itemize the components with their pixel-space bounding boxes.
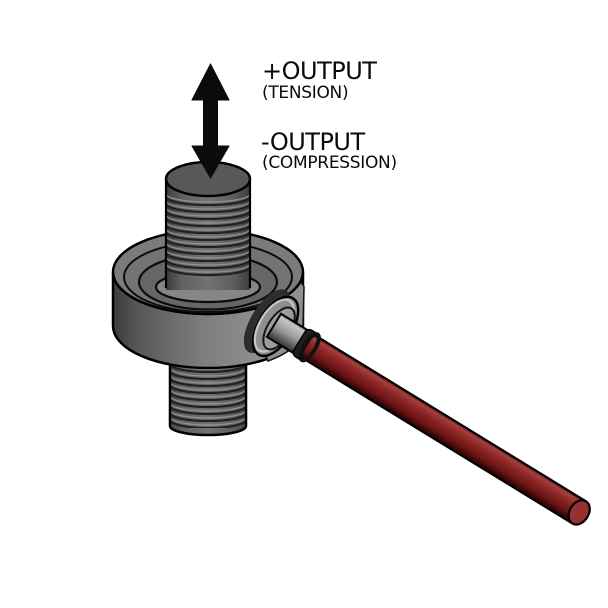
compression-output-label: -OUTPUT xyxy=(261,128,365,156)
compression-sublabel: (COMPRESSION) xyxy=(262,153,397,173)
cable xyxy=(298,332,591,526)
top-stud xyxy=(164,160,252,290)
bottom-stud xyxy=(168,356,248,437)
cable-gland-rim xyxy=(298,332,321,363)
bottom-stud-shank xyxy=(170,356,246,435)
cable-end-cap xyxy=(567,499,591,526)
cable-run xyxy=(299,334,588,525)
tension-output-label: +OUTPUT xyxy=(262,57,377,85)
bottom-stud-outline xyxy=(168,356,248,437)
tension-sublabel: (TENSION) xyxy=(262,83,349,103)
force-arrow xyxy=(191,63,230,179)
double-headed-vertical-arrow-icon xyxy=(191,63,230,179)
cable-connector xyxy=(243,289,321,362)
